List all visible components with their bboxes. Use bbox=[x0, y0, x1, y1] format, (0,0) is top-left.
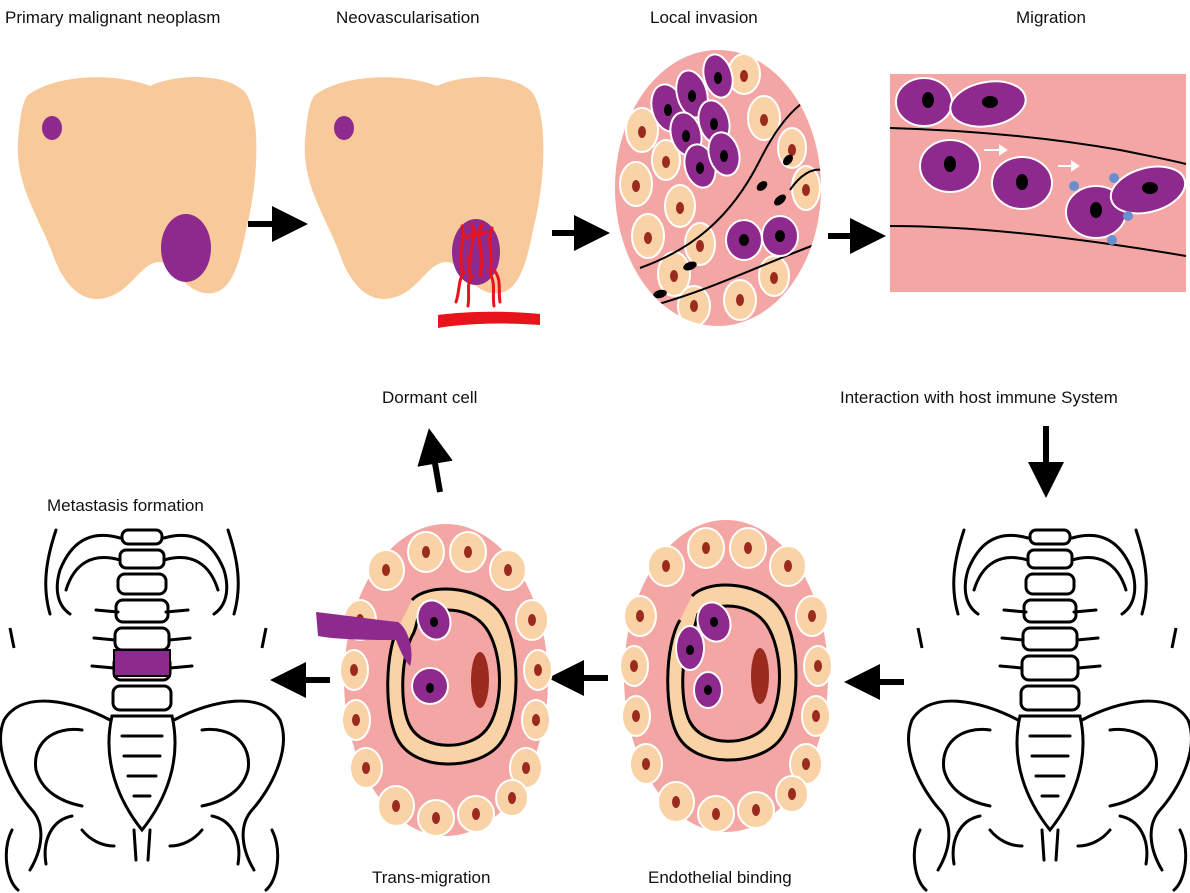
host-blood-vessel bbox=[438, 312, 540, 328]
local-invasion-panel bbox=[615, 50, 822, 326]
small-tumor bbox=[334, 116, 354, 140]
trans-migration-section bbox=[316, 524, 552, 836]
arrow-up bbox=[432, 446, 440, 492]
primary-neoplasm-panel bbox=[18, 77, 257, 299]
migration-panel bbox=[890, 74, 1190, 292]
small-tumor bbox=[42, 116, 62, 140]
large-tumor bbox=[161, 214, 211, 282]
skeleton-metastasis bbox=[1, 530, 284, 890]
skeleton-immune-interaction bbox=[909, 530, 1190, 890]
bone-metastasis-lesion bbox=[114, 650, 170, 676]
organ-tissue bbox=[18, 77, 257, 299]
neovascularisation-panel bbox=[305, 77, 544, 328]
organ-tissue bbox=[305, 77, 544, 299]
endothelial-binding-section bbox=[620, 520, 832, 832]
